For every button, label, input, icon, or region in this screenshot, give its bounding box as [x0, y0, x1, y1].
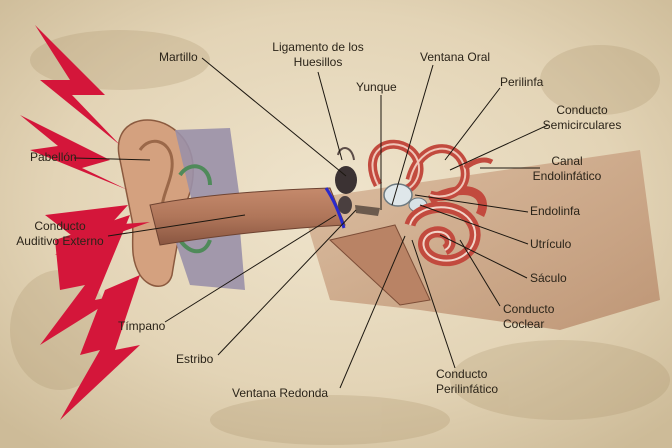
leader-perilinfatico: [411, 239, 456, 369]
label-canal-line1: Canal: [551, 154, 583, 168]
tissue-lower: [170, 225, 245, 290]
label-utriculo: Utrículo: [530, 237, 572, 251]
label-estribo: Estribo: [176, 352, 214, 366]
stapes-bone: [355, 205, 380, 216]
auditory-canal: [149, 187, 346, 246]
label-saculo: Sáculo: [530, 271, 567, 285]
label-perilinfatico-line1: Conducto: [436, 367, 488, 381]
leader-coclear: [459, 239, 501, 307]
pinna: [117, 119, 194, 287]
label-auditivo: Conducto Auditivo Externo: [8, 219, 112, 249]
label-coclear-line2: Coclear: [503, 317, 545, 331]
leader-ligamento: [317, 71, 343, 161]
leader-perilinfa: [444, 87, 501, 161]
tympanic-membrane: [324, 187, 346, 229]
leader-pabellon: [73, 157, 151, 161]
label-ligamento-line2: Huesillos: [293, 55, 343, 69]
label-canal: Canal Endolinfático: [522, 154, 612, 184]
label-yunque: Yunque: [356, 80, 397, 94]
vestibule: [383, 183, 413, 207]
incus-bone: [338, 196, 352, 214]
pinna-fold: [138, 139, 174, 216]
label-endolinfa: Endolinfa: [530, 204, 581, 218]
label-ventana-oral: Ventana Oral: [420, 50, 491, 64]
gland-green-upper: [178, 164, 212, 186]
leader-ventana-redonda: [339, 235, 406, 389]
label-auditivo-line1: Conducto: [34, 219, 86, 233]
label-pabellon: Pabellón: [30, 150, 77, 164]
label-martillo: Martillo: [159, 50, 198, 64]
leader-semicirculares: [449, 124, 549, 171]
eustachian-tube: [328, 224, 431, 306]
leader-timpano: [164, 214, 337, 323]
gland-green-lower: [178, 238, 212, 254]
cochlea: [404, 201, 481, 267]
label-perilinfatico-line2: Perilinfático: [436, 382, 499, 396]
label-semicirculares-line1: Conducto: [556, 103, 608, 117]
malleus-bone: [335, 166, 357, 194]
label-ventana-redonda: Ventana Redonda: [232, 386, 329, 400]
endolymphatic-canal: [463, 157, 494, 170]
label-coclear-line1: Conducto: [503, 302, 555, 316]
label-ligamento: Ligamento de los Huesillos: [258, 40, 378, 70]
label-semicirculares-line2: Semicirculares: [542, 118, 622, 132]
label-ligamento-line1: Ligamento de los: [272, 40, 364, 54]
label-canal-line2: Endolinfático: [532, 169, 602, 183]
leader-utriculo: [419, 204, 529, 245]
label-semicirculares: Conducto Semicirculares: [532, 103, 632, 133]
sound-waves: [20, 25, 150, 420]
label-timpano: Tímpano: [118, 319, 166, 333]
label-perilinfa: Perilinfa: [500, 75, 544, 89]
leader-martillo: [201, 57, 347, 177]
leader-auditivo: [107, 214, 246, 237]
leader-estribo: [217, 209, 357, 356]
label-auditivo-line2: Auditivo Externo: [16, 234, 104, 248]
ligament-strand: [337, 147, 355, 161]
leader-ventana-oral: [391, 64, 434, 206]
leader-endolinfa: [414, 194, 529, 213]
leader-saculo: [439, 234, 528, 279]
label-coclear: Conducto Coclear: [503, 302, 554, 332]
label-perilinfatico: Conducto Perilinfático: [436, 367, 498, 397]
leader-lines: [73, 57, 549, 389]
